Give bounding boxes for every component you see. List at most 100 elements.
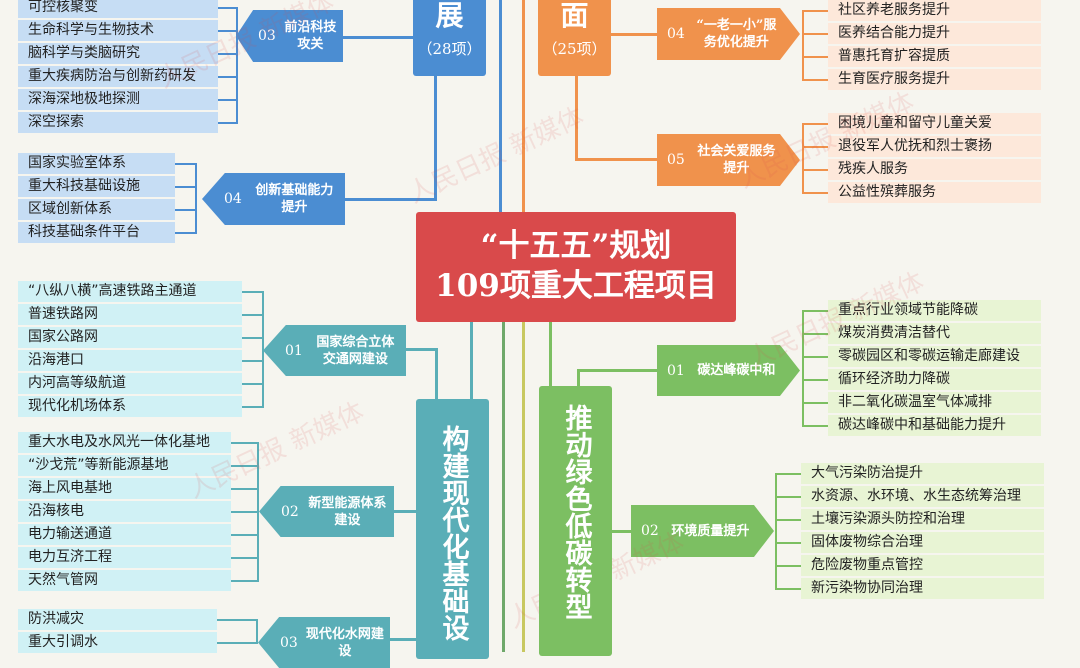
people-g05-subcategory-arrow: 05 社会关爱服务提升 [657, 134, 800, 186]
infra-g01-label: 国家综合立体交通网建设 [316, 334, 395, 367]
people-g04-item: 医养结合能力提升 [828, 23, 1041, 44]
people-category-box: 面 （25项） [538, 0, 611, 76]
connector-line [218, 99, 236, 101]
connector-line [217, 642, 256, 644]
people-g05-item: 公益性殡葬服务 [828, 182, 1041, 203]
connector-line [231, 465, 257, 467]
infra-g01-item: “八纵八横”高速铁路主通道 [18, 281, 242, 302]
connector-line [218, 30, 236, 32]
tech-g03-item: 生命科学与生物技术 [18, 20, 218, 41]
connector-line [242, 314, 262, 316]
infra-g01-subcategory-arrow: 01 国家综合立体交通网建设 [263, 325, 406, 376]
connector-line [802, 356, 828, 358]
infra-category-title: 构建现代化基础设 [437, 425, 469, 641]
connector-line [549, 322, 552, 386]
connector-line [231, 557, 257, 559]
infra-g02-item: 天然气管网 [18, 570, 231, 591]
connector-line [775, 496, 801, 498]
infra-g02-item: 海上风电基地 [18, 478, 231, 499]
people-g05-item: 残疾人服务 [828, 159, 1041, 180]
infra-g03-label: 现代化水网建设 [305, 626, 384, 659]
connector-line [802, 123, 804, 194]
connector-line [802, 192, 828, 194]
connector-line [612, 530, 631, 533]
infra-g02-number: 02 [281, 503, 299, 520]
people-g05-item: 困境儿童和留守儿童关爱 [828, 113, 1041, 134]
green-g02-item: 固体废物综合治理 [801, 532, 1044, 553]
people-g05-item: 退役军人优抚和烈士褒扬 [828, 136, 1041, 157]
connector-line [242, 406, 262, 408]
tech-g04-label: 创新基础能力提升 [255, 183, 334, 215]
connector-line [611, 33, 657, 36]
connector-line [802, 310, 804, 427]
tech-g04-number: 04 [224, 191, 242, 207]
connector-line [522, 322, 525, 652]
connector-line [499, 0, 502, 213]
connector-line [218, 53, 236, 55]
infra-category-box: 构建现代化基础设 [416, 399, 489, 659]
connector-line [775, 588, 801, 590]
connector-line [775, 519, 801, 521]
connector-line [502, 322, 505, 652]
connector-line [231, 580, 257, 582]
connector-line [231, 442, 257, 444]
connector-line [802, 123, 828, 125]
connector-line [231, 488, 257, 490]
green-g01-item: 煤炭消费清洁替代 [828, 323, 1041, 344]
people-g04-item: 生育医疗服务提升 [828, 69, 1041, 90]
infra-g03-item: 防洪减灾 [18, 609, 217, 630]
infra-g01-number: 01 [285, 342, 303, 359]
connector-line [242, 337, 262, 339]
connector-line [775, 473, 801, 475]
people-category-title: 面 [560, 0, 589, 32]
connector-line [390, 638, 416, 641]
tech-g03-item: 深空探索 [18, 112, 218, 133]
connector-line [577, 369, 580, 386]
connector-line [242, 383, 262, 385]
tech-g04-item: 重大科技基础设施 [18, 176, 175, 197]
people-g04-subcategory-arrow: 04“一老一小”服务优化提升 [657, 8, 800, 60]
infra-g03-number: 03 [280, 634, 298, 651]
connector-line [242, 291, 262, 293]
connector-line [242, 360, 262, 362]
people-g05-number: 05 [667, 152, 685, 168]
center-title-box: “十五五”规划 109项重大工程项目 [416, 212, 736, 322]
connector-line [802, 425, 828, 427]
connector-line [218, 7, 236, 9]
tech-g03-item: 可控核聚变 [18, 0, 218, 18]
connector-line [434, 76, 437, 200]
green-g01-item: 碳达峰碳中和基础能力提升 [828, 415, 1041, 436]
green-g01-number: 01 [667, 362, 685, 379]
green-g02-item: 土壤污染源头防控和治理 [801, 509, 1044, 530]
people-g05-label: 社会关爱服务提升 [697, 144, 776, 176]
connector-line [231, 511, 257, 513]
people-g04-number: 04 [667, 26, 685, 42]
connector-line [575, 158, 657, 161]
connector-line [575, 76, 578, 160]
green-g02-item: 新污染物协同治理 [801, 578, 1044, 599]
green-category-title: 推动绿色低碳转型 [560, 404, 592, 620]
connector-line [802, 79, 828, 81]
green-category-box: 推动绿色低碳转型 [539, 386, 612, 656]
tech-g03-item: 重大疾病防治与创新药研发 [18, 66, 218, 87]
connector-line [470, 322, 473, 399]
connector-line [775, 565, 801, 567]
connector-line [802, 310, 828, 312]
connector-line [175, 186, 195, 188]
connector-line [802, 33, 828, 35]
tech-category-box: 展 （28项） [413, 0, 486, 76]
infra-g01-item: 国家公路网 [18, 327, 242, 348]
green-g01-item: 循环经济助力降碳 [828, 369, 1041, 390]
connector-line [775, 542, 801, 544]
connector-line [236, 7, 238, 124]
connector-line [257, 442, 259, 582]
tech-g04-subcategory-arrow: 04 创新基础能力提升 [202, 173, 345, 225]
connector-line [343, 36, 413, 39]
people-g04-item: 普惠托育扩容提质 [828, 46, 1041, 67]
connector-line [802, 146, 828, 148]
connector-line [802, 333, 828, 335]
connector-line [775, 473, 777, 590]
